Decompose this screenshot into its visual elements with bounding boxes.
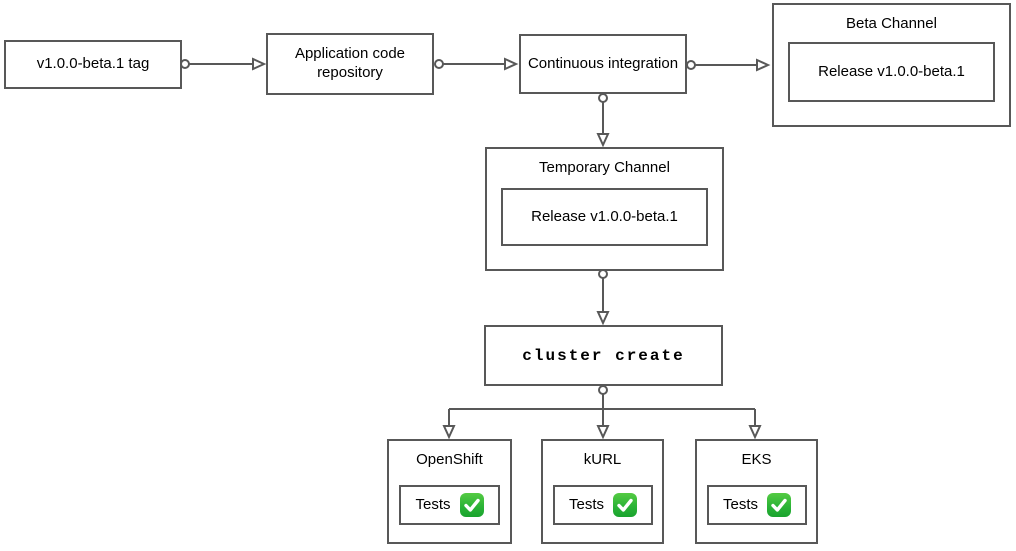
node-eks: EKS Tests <box>695 439 818 544</box>
openshift-title: OpenShift <box>416 451 483 468</box>
app-code-repository-label: Application code repository <box>294 45 406 81</box>
eks-title: EKS <box>741 451 772 468</box>
beta-channel-release-label: Release v1.0.0-beta.1 <box>818 62 965 80</box>
node-temporary-channel: Temporary Channel Release v1.0.0-beta.1 <box>485 147 724 271</box>
cluster-create-label: cluster create <box>522 346 685 365</box>
node-version-tag: v1.0.0-beta.1 tag <box>4 40 182 89</box>
node-continuous-integration: Continuous integration <box>519 34 687 94</box>
eks-tests-label: Tests <box>722 495 758 513</box>
check-mark-icon <box>459 493 484 517</box>
node-beta-channel: Beta Channel Release v1.0.0-beta.1 <box>772 3 1011 127</box>
node-openshift: OpenShift Tests <box>387 439 512 544</box>
kurl-tests-label: Tests <box>568 495 604 513</box>
temporary-channel-release-box: Release v1.0.0-beta.1 <box>501 188 708 246</box>
beta-channel-release-box: Release v1.0.0-beta.1 <box>788 42 995 102</box>
node-app-code-repository: Application code repository <box>266 33 434 95</box>
node-kurl: kURL Tests <box>541 439 664 544</box>
temporary-channel-release-label: Release v1.0.0-beta.1 <box>531 207 678 225</box>
continuous-integration-label: Continuous integration <box>527 54 679 72</box>
beta-channel-title: Beta Channel <box>846 15 937 32</box>
eks-tests-box: Tests <box>707 485 807 525</box>
node-cluster-create: cluster create <box>484 325 723 386</box>
openshift-tests-label: Tests <box>415 495 451 513</box>
version-tag-label: v1.0.0-beta.1 tag <box>36 55 150 73</box>
check-mark-icon <box>613 493 637 517</box>
kurl-tests-box: Tests <box>553 485 653 525</box>
check-mark-icon <box>767 493 791 517</box>
temporary-channel-title: Temporary Channel <box>539 159 670 176</box>
openshift-tests-box: Tests <box>399 485 500 525</box>
kurl-title: kURL <box>583 451 622 468</box>
